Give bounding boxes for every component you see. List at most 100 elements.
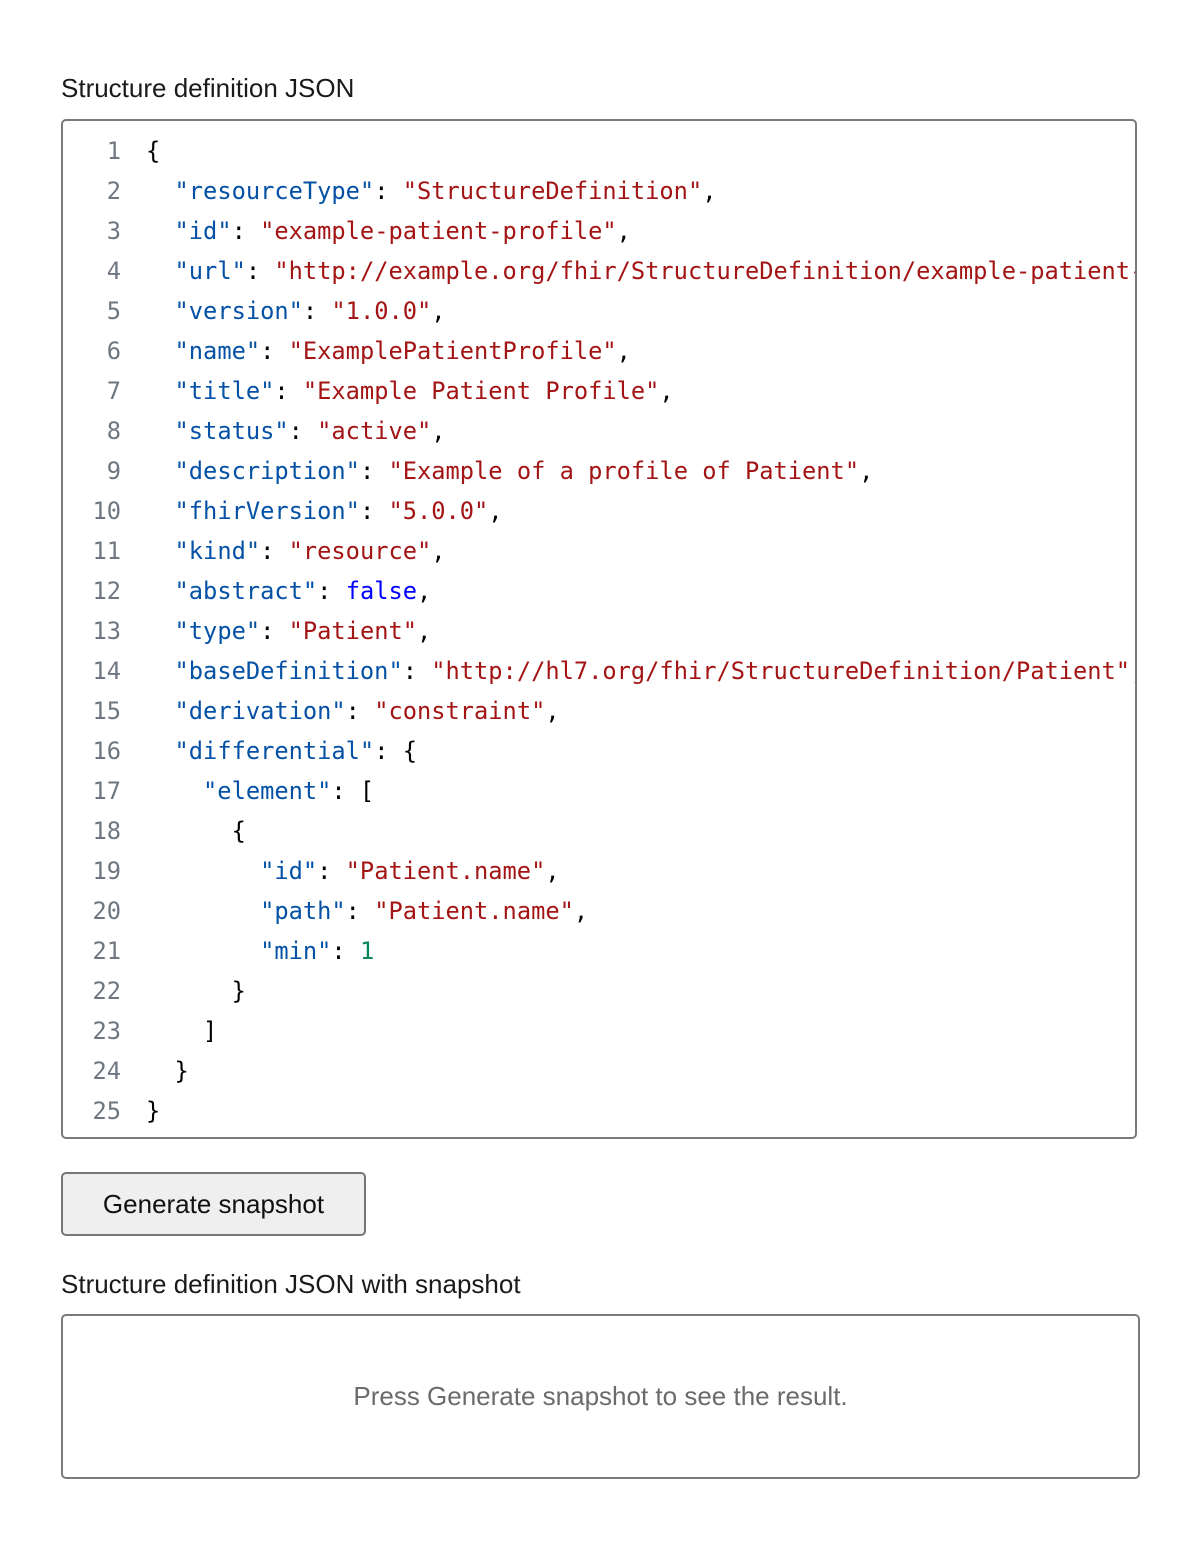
token-punct: : <box>317 857 346 885</box>
token-punct: , <box>545 697 560 725</box>
code-line[interactable]: 20 "path": "Patient.name", <box>63 891 1135 931</box>
code-line[interactable]: 17 "element": [ <box>63 771 1135 811</box>
code-line[interactable]: 5 "version": "1.0.0", <box>63 291 1135 331</box>
line-number: 15 <box>92 697 121 725</box>
code-content: "name": "ExamplePatientProfile", <box>121 331 631 371</box>
token-punct: , <box>859 457 874 485</box>
token-punct: : <box>331 937 360 965</box>
token-punct <box>146 697 175 725</box>
token-punct: : { <box>374 737 417 765</box>
token-punct: { <box>146 817 246 845</box>
code-line[interactable]: 9 "description": "Example of a profile o… <box>63 451 1135 491</box>
generate-snapshot-button[interactable]: Generate snapshot <box>61 1172 366 1236</box>
code-content: "title": "Example Patient Profile", <box>121 371 674 411</box>
code-content: "derivation": "constraint", <box>121 691 560 731</box>
code-line[interactable]: 23 ] <box>63 1011 1135 1051</box>
code-line[interactable]: 18 { <box>63 811 1135 851</box>
token-punct <box>146 297 175 325</box>
code-line[interactable]: 6 "name": "ExamplePatientProfile", <box>63 331 1135 371</box>
code-line[interactable]: 3 "id": "example-patient-profile", <box>63 211 1135 251</box>
code-line[interactable]: 19 "id": "Patient.name", <box>63 851 1135 891</box>
code-line[interactable]: 1{ <box>63 131 1135 171</box>
token-punct: , <box>431 537 446 565</box>
json-editor[interactable]: 1{2 "resourceType": "StructureDefinition… <box>61 119 1137 1139</box>
line-number: 19 <box>92 857 121 885</box>
token-key: "status" <box>174 417 289 445</box>
token-str: "http://example.org/fhir/StructureDefini… <box>274 257 1135 285</box>
token-key: "kind" <box>174 537 261 565</box>
code-line[interactable]: 10 "fhirVersion": "5.0.0", <box>63 491 1135 531</box>
token-key: "version" <box>174 297 303 325</box>
token-punct: , <box>431 417 446 445</box>
token-punct <box>146 577 175 605</box>
token-punct: , <box>1130 657 1135 685</box>
token-key: "baseDefinition" <box>174 657 403 685</box>
code-line[interactable]: 2 "resourceType": "StructureDefinition", <box>63 171 1135 211</box>
line-number: 23 <box>92 1017 121 1045</box>
code-line[interactable]: 13 "type": "Patient", <box>63 611 1135 651</box>
code-line[interactable]: 24 } <box>63 1051 1135 1091</box>
code-content: ] <box>121 1011 217 1051</box>
code-content: "element": [ <box>121 771 374 811</box>
token-punct: : <box>374 177 403 205</box>
token-punct: : [ <box>331 777 375 805</box>
line-number: 10 <box>92 497 121 525</box>
code-line[interactable]: 16 "differential": { <box>63 731 1135 771</box>
code-content: "id": "Patient.name", <box>121 851 560 891</box>
token-punct <box>146 937 260 965</box>
code-line[interactable]: 15 "derivation": "constraint", <box>63 691 1135 731</box>
token-punct <box>146 777 203 805</box>
token-str: "StructureDefinition" <box>402 177 703 205</box>
code-content: } <box>121 1091 160 1131</box>
token-key: "derivation" <box>174 697 346 725</box>
token-punct: : <box>402 657 432 685</box>
code-line[interactable]: 21 "min": 1 <box>63 931 1135 971</box>
token-punct: } <box>146 1097 161 1125</box>
line-number: 1 <box>106 137 121 165</box>
token-punct <box>146 737 175 765</box>
token-punct: , <box>431 297 446 325</box>
code-content: "fhirVersion": "5.0.0", <box>121 491 503 531</box>
line-number: 24 <box>92 1057 121 1085</box>
code-line[interactable]: 4 "url": "http://example.org/fhir/Struct… <box>63 251 1135 291</box>
token-key: "id" <box>174 217 232 245</box>
token-punct <box>146 337 175 365</box>
token-punct: : <box>288 417 318 445</box>
token-punct: : <box>260 337 289 365</box>
line-number: 21 <box>92 937 121 965</box>
code-content: "type": "Patient", <box>121 611 432 651</box>
token-str: "resource" <box>288 537 432 565</box>
line-number: 5 <box>106 297 121 325</box>
token-key: "element" <box>203 777 332 805</box>
code-line[interactable]: 25} <box>63 1091 1135 1131</box>
code-content: "kind": "resource", <box>121 531 446 571</box>
code-line[interactable]: 7 "title": "Example Patient Profile", <box>63 371 1135 411</box>
code-content: "id": "example-patient-profile", <box>121 211 631 251</box>
token-key: "type" <box>174 617 261 645</box>
token-str: "constraint" <box>374 697 546 725</box>
token-str: "ExamplePatientProfile" <box>288 337 617 365</box>
code-content: "differential": { <box>121 731 417 771</box>
token-num: 1 <box>359 937 375 965</box>
code-line[interactable]: 8 "status": "active", <box>63 411 1135 451</box>
code-content: "path": "Patient.name", <box>121 891 588 931</box>
token-str: "1.0.0" <box>331 297 432 325</box>
token-punct: , <box>417 577 432 605</box>
token-bool: false <box>345 577 417 605</box>
token-punct: , <box>616 337 631 365</box>
token-punct: } <box>146 977 246 1005</box>
code-line[interactable]: 22 } <box>63 971 1135 1011</box>
code-line[interactable]: 11 "kind": "resource", <box>63 531 1135 571</box>
code-line[interactable]: 14 "baseDefinition": "http://hl7.org/fhi… <box>63 651 1135 691</box>
output-label: Structure definition JSON with snapshot <box>61 1269 521 1299</box>
token-punct <box>146 417 175 445</box>
code-line[interactable]: 12 "abstract": false, <box>63 571 1135 611</box>
line-number: 17 <box>92 777 121 805</box>
code-content: { <box>121 811 246 851</box>
token-punct: , <box>659 377 674 405</box>
token-punct <box>146 857 260 885</box>
code-content: } <box>121 971 246 1011</box>
line-number: 18 <box>92 817 121 845</box>
token-punct: : <box>345 897 375 925</box>
code-content: "url": "http://example.org/fhir/Structur… <box>121 251 1135 291</box>
